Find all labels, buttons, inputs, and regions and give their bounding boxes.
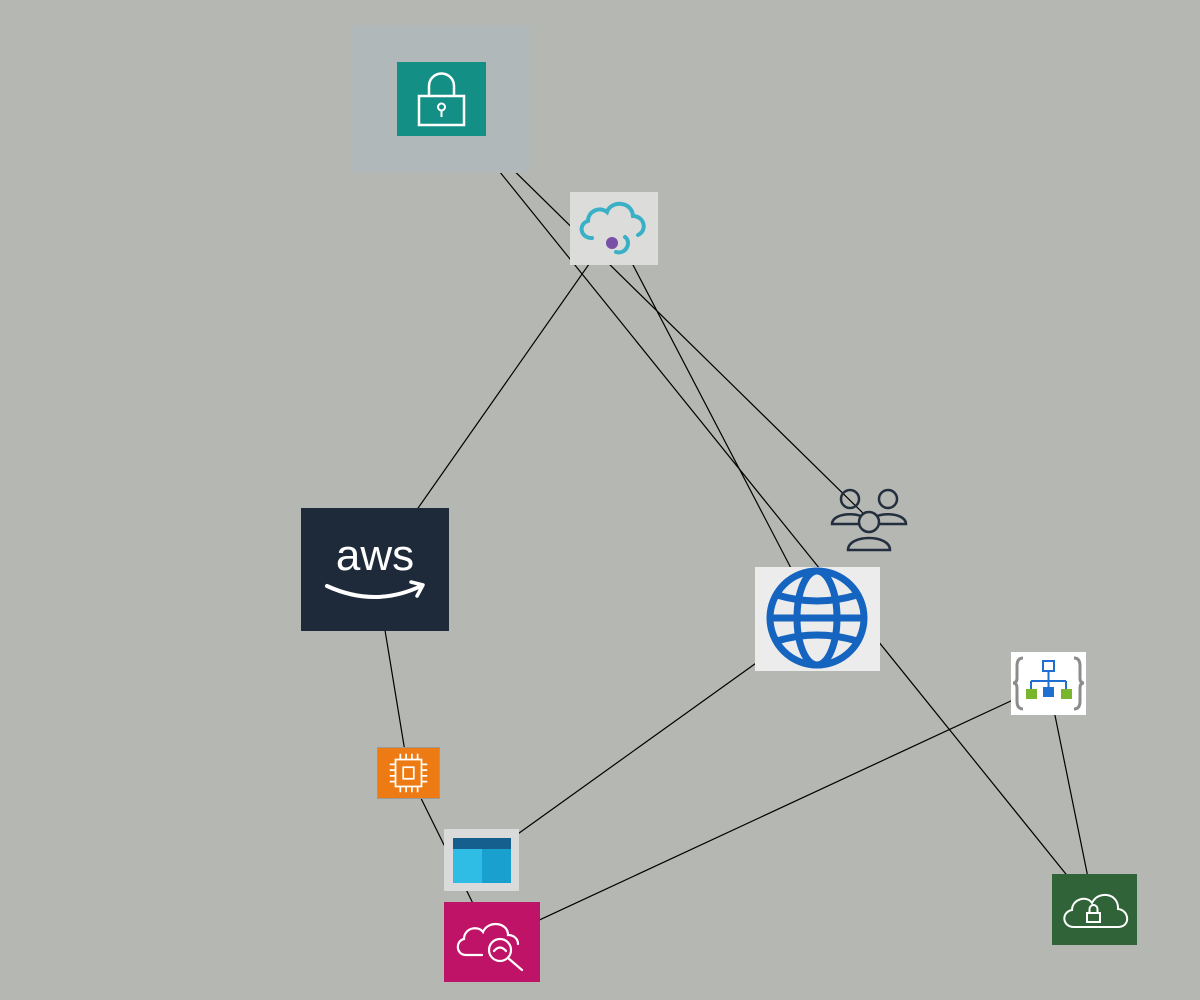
workflow-braces-icon xyxy=(1012,656,1085,711)
cloud-monitor-node[interactable] xyxy=(444,902,540,982)
cloud-search-icon xyxy=(456,923,524,972)
cpu-chip-icon xyxy=(389,753,428,793)
padlock-icon xyxy=(417,72,466,127)
users-icon xyxy=(830,488,908,552)
edge-logicapp-cloudwatch xyxy=(491,682,1049,943)
cloud-lock-icon xyxy=(1063,893,1129,928)
lock-tile xyxy=(397,62,486,136)
globe-node[interactable] xyxy=(755,567,880,671)
vpn-gateway-node[interactable] xyxy=(1052,874,1137,945)
aws-node[interactable]: aws xyxy=(301,508,449,631)
edge-cloudsearch-globe xyxy=(613,228,819,620)
logic-app-node[interactable] xyxy=(1011,652,1086,715)
users-node[interactable] xyxy=(826,484,912,554)
aws-logo-icon: aws xyxy=(325,531,425,599)
lock-tile-node[interactable] xyxy=(352,25,530,173)
cloud-dot-icon xyxy=(579,201,646,255)
storage-box-icon xyxy=(453,838,511,883)
compute-node[interactable] xyxy=(377,747,440,799)
edge-lock-vpn xyxy=(440,98,1095,910)
storage-node[interactable] xyxy=(444,829,519,891)
cloud-service-node[interactable] xyxy=(570,192,658,265)
aws-logo-text: aws xyxy=(336,531,414,580)
globe-icon xyxy=(766,567,868,669)
